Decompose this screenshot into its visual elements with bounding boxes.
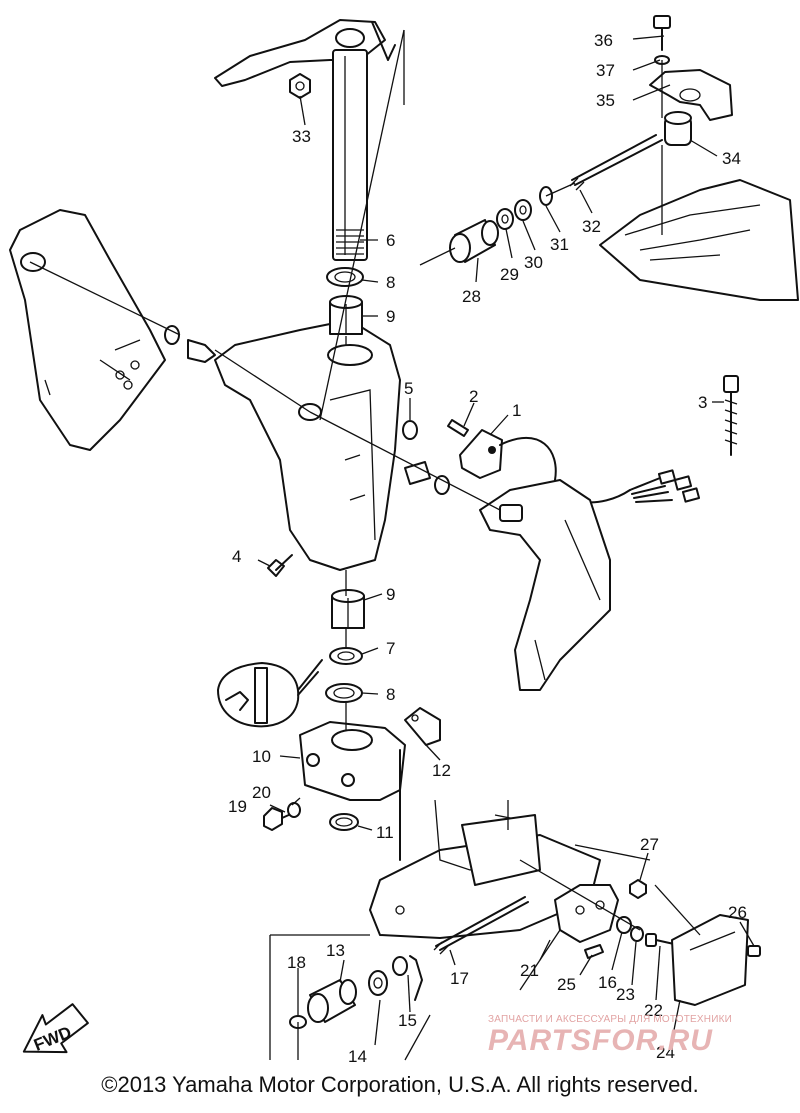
- seal-7: [329, 647, 363, 665]
- callout-2: 2: [469, 387, 478, 406]
- callout-5: 5: [404, 379, 413, 398]
- swivel-bracket: [214, 319, 401, 571]
- callout-26: 26: [728, 903, 747, 922]
- callout-4: 4: [232, 547, 241, 566]
- bolt-17: [433, 896, 529, 955]
- clamp-bracket-right: [479, 479, 611, 691]
- washer-20: [287, 802, 301, 818]
- callout-31: 31: [550, 235, 569, 254]
- nut-27: [629, 879, 647, 899]
- watermark-brand: PARTSFOR.RU: [488, 1024, 713, 1057]
- callout-22: 22: [644, 1001, 663, 1020]
- callout-8-upper: 8: [386, 273, 395, 292]
- bottom-cowling-upper: [599, 179, 799, 301]
- watermark-tagline: ЗАПЧАСТИ И АКСЕССУАРЫ ДЛЯ МОТОТЕХНИКИ: [488, 1014, 733, 1025]
- callout-34: 34: [722, 149, 741, 168]
- callout-12: 12: [432, 761, 451, 780]
- leader-lines: [257, 35, 755, 1046]
- callout-8-lower: 8: [386, 685, 395, 704]
- bolt-4: [267, 554, 293, 577]
- rubber-mount-28: [449, 219, 499, 263]
- washer-23: [630, 926, 644, 942]
- callout-35: 35: [596, 91, 615, 110]
- callout-25: 25: [557, 975, 576, 994]
- washer-8-lower: [325, 683, 363, 703]
- washer-8-upper: [326, 267, 364, 287]
- callout-19: 19: [228, 797, 247, 816]
- steering-shaft: [332, 49, 368, 261]
- callout-21: 21: [520, 961, 539, 980]
- callout-18: 18: [287, 953, 306, 972]
- callout-33: 33: [292, 127, 311, 146]
- callout-15: 15: [398, 1011, 417, 1030]
- washer-15: [392, 955, 423, 1001]
- callout-28: 28: [462, 287, 481, 306]
- clamp-bracket-left: [9, 209, 166, 451]
- callout-29: 29: [500, 265, 519, 284]
- callout-23: 23: [616, 985, 635, 1004]
- steering-arm: [214, 19, 396, 87]
- bolt-25: [584, 944, 604, 959]
- callout-numbers: 1 2 3 4 5 6 7 8 8 9 9 10 11 12 13 14 15 …: [228, 31, 747, 1066]
- clip-5: [402, 420, 418, 440]
- callout-17: 17: [450, 969, 469, 988]
- callout-13: 13: [326, 941, 345, 960]
- callout-36: 36: [594, 31, 613, 50]
- callout-16: 16: [598, 973, 617, 992]
- callout-1: 1: [512, 401, 521, 420]
- callout-20: 20: [252, 783, 271, 802]
- nut-33: [289, 73, 311, 99]
- washer-29: [496, 208, 514, 230]
- bolt-22: [645, 933, 675, 947]
- cover-24: [671, 914, 749, 1006]
- callout-9-upper: 9: [386, 307, 395, 326]
- lower-mount-plate: [369, 799, 601, 939]
- fwd-arrow: FWD: [22, 1003, 89, 1055]
- rubber-mount-13: [307, 979, 357, 1023]
- bolt-36: [653, 15, 671, 51]
- bolt-3: [723, 375, 739, 456]
- pin-center: [404, 461, 450, 495]
- assembly-lines: [29, 29, 701, 1061]
- washer-30: [514, 199, 532, 221]
- callout-10: 10: [252, 747, 271, 766]
- callout-37: 37: [596, 61, 615, 80]
- bracket-12: [399, 707, 441, 861]
- bolt-2: [447, 419, 469, 437]
- callout-14: 14: [348, 1047, 367, 1066]
- rubber-mount-34: [664, 111, 692, 146]
- callout-7: 7: [386, 639, 395, 658]
- bracket-21: [554, 884, 619, 943]
- mount-cap-35: [649, 69, 733, 121]
- circlip-11: [329, 813, 359, 831]
- callout-3: 3: [698, 393, 707, 412]
- bolt-32: [569, 134, 663, 191]
- callout-24: 24: [656, 1043, 675, 1062]
- bushing-9-lower: [331, 589, 365, 629]
- detail-inset: [217, 659, 323, 728]
- callout-11: 11: [376, 823, 394, 842]
- screw-26: [747, 945, 761, 957]
- copyright-footer: ©2013 Yamaha Motor Corporation, U.S.A. A…: [101, 1072, 699, 1097]
- callout-27: 27: [640, 835, 659, 854]
- callout-32: 32: [582, 217, 601, 236]
- trim-switch: [459, 429, 701, 504]
- washer-14: [368, 970, 388, 996]
- callout-6: 6: [386, 231, 395, 250]
- callout-9-lower: 9: [386, 585, 395, 604]
- callout-30: 30: [524, 253, 543, 272]
- watermark: ЗАПЧАСТИ И АКСЕССУАРЫ ДЛЯ МОТОТЕХНИКИ PA…: [488, 1014, 788, 1057]
- washer-16: [616, 916, 632, 934]
- steering-yoke-10: [299, 721, 406, 801]
